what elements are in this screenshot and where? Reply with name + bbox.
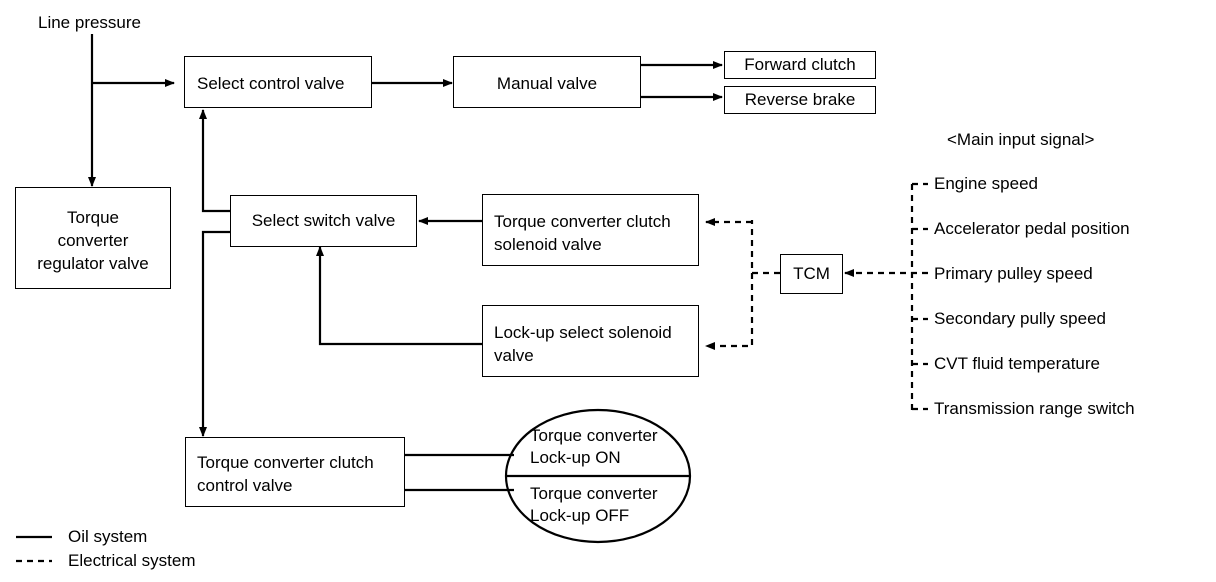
input-signal-engine-speed: Engine speed — [934, 174, 1038, 193]
tcc-control-valve-box — [185, 437, 405, 507]
main-input-signal-header: <Main input signal> — [947, 130, 1095, 149]
line-pressure-label: Line pressure — [38, 13, 142, 32]
tc-regulator-valve-line1: Torque — [67, 208, 119, 227]
input-signal-range-switch: Transmission range switch — [934, 399, 1135, 418]
tcm-box — [780, 254, 843, 294]
tcc-solenoid-valve-line1: Torque converter clutch — [494, 212, 671, 231]
input-signal-primary-pulley: Primary pulley speed — [934, 264, 1093, 283]
input-signal-secondary-pulley: Secondary pully speed — [934, 309, 1107, 328]
legend-electrical-label: Electrical system — [68, 551, 196, 570]
legend-oil-label: Oil system — [68, 527, 148, 546]
forward-clutch-label: Forward clutch — [744, 55, 856, 74]
tcc-control-valve-line2: control valve — [197, 476, 293, 495]
manual-valve-box — [453, 56, 641, 108]
select-control-valve-label: Select control valve — [197, 74, 345, 93]
tcc-control-valve-line1: Torque converter clutch — [197, 453, 374, 472]
tcm-label: TCM — [793, 264, 830, 283]
select-switch-valve-box — [230, 195, 417, 247]
forward-clutch-box — [724, 51, 876, 79]
lockup-select-solenoid-valve-box — [482, 305, 699, 377]
lockup-on-line2: Lock-up ON — [530, 448, 621, 467]
tc-regulator-valve-line3: regulator valve — [37, 254, 149, 273]
lockup-solenoid-to-switch-line — [316, 246, 482, 346]
lockup-select-solenoid-valve-line1: Lock-up select solenoid — [494, 323, 672, 342]
tcm-to-solenoids-line — [750, 220, 780, 275]
switch-to-select-control-line — [199, 109, 230, 213]
manual-valve-label: Manual valve — [496, 74, 598, 93]
input-signal-cvt-fluid-temp: CVT fluid temperature — [934, 354, 1100, 373]
lockup-select-solenoid-valve-line2: valve — [494, 346, 534, 365]
input-signal-accelerator-pedal: Accelerator pedal position — [934, 219, 1130, 238]
tcc-solenoid-valve-line2: solenoid valve — [494, 235, 602, 254]
tcm-dash-bottom — [705, 273, 754, 350]
tc-regulator-valve-line2: converter — [57, 231, 129, 250]
select-control-valve-box — [184, 56, 372, 108]
lockup-off-line1: Torque converter — [530, 484, 658, 503]
lockup-off-line2: Lock-up OFF — [530, 506, 630, 525]
lockup-on-line1: Torque converter — [530, 426, 658, 445]
tc-regulator-valve-box — [15, 187, 171, 289]
reverse-brake-box — [724, 86, 876, 114]
switch-to-tcc-control-line — [199, 230, 230, 437]
select-switch-valve-label: Select switch valve — [251, 211, 396, 230]
tcc-solenoid-valve-box — [482, 194, 699, 266]
reverse-brake-label: Reverse brake — [744, 90, 856, 109]
